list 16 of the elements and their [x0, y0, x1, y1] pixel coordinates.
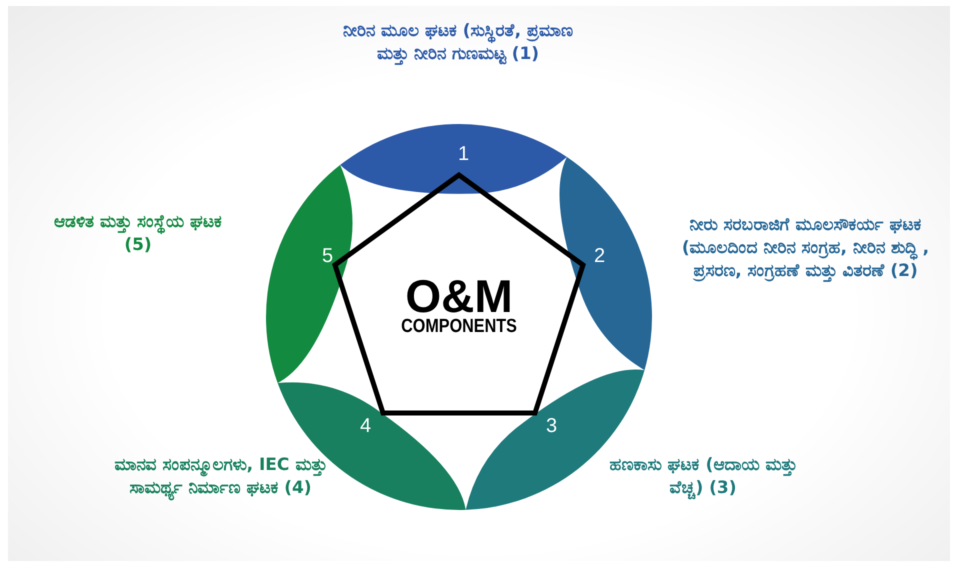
- segment-number: 4: [360, 415, 372, 437]
- segment-number: 3: [546, 415, 558, 437]
- center-subtitle: COMPONENTS: [400, 317, 518, 336]
- segment-caption: ನೀರು ಸರಬರಾಜಿಗೆ ಮೂಲಸೌಕರ್ಯ ಘಟಕ (ಮೂಲದಿಂದ ನೀರಿನ ಸಂಗ್ರಹ, ನೀರಿನ ಶುದ್ಧಿ , ಪ್ರಸರಣ, ಸಂಗ್ರಹಣೆ ಮತ್ತು ವಿತರಣೆ (2): [680, 214, 930, 283]
- ring-segment: [266, 164, 352, 383]
- segment-caption: ಹಣಕಾಸು ಘಟಕ (ಆದಾಯ ಮತ್ತು ವೆಚ್ಚ) (3): [608, 454, 798, 500]
- segment-number: 1: [458, 143, 470, 165]
- segment-number: 2: [594, 245, 606, 267]
- pentagon: [331, 171, 587, 417]
- segment-number: 5: [322, 245, 334, 267]
- segment-caption: ಮಾನವ ಸಂಪನ್ಮೂಲಗಳು, IEC ಮತ್ತು ಸಾಮರ್ಥ್ಯ ನಿರ್ಮಾಣ ಘಟಕ (4): [108, 454, 333, 500]
- segment-caption: ನೀರಿನ ಮೂಲ ಘಟಕ (ಸುಸ್ಥಿರತೆ, ಪ್ರಮಾಣ ಮತ್ತು ನೀರಿನ ಗುಣಮಟ್ಟ (1): [343, 20, 573, 66]
- ring-segment: [560, 157, 652, 370]
- center-title: O&M: [405, 273, 513, 319]
- ring-segment: [340, 124, 567, 194]
- segment-caption: ಆಡಳಿತ ಮತ್ತು ಸಂಸ್ಥೆಯ ಘಟಕ (5): [53, 211, 223, 257]
